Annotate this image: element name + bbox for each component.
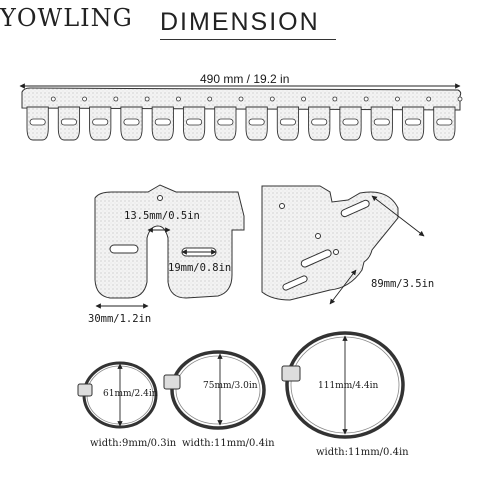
shield-hole [301, 96, 306, 102]
shield-hole [332, 96, 338, 102]
shield-slot [373, 118, 390, 126]
shield-slot [217, 118, 234, 126]
height-label: 89mm/3.5in [371, 278, 435, 290]
shield-hole [144, 96, 150, 102]
shield-hole [395, 96, 400, 102]
clamp-small-width: width:9mm/0.3in [90, 438, 177, 449]
clamp-large [281, 331, 405, 439]
tab-detail-view [94, 184, 245, 309]
shield-hole [176, 96, 181, 102]
gap-label: 13.5mm/0.5in [124, 210, 200, 222]
shield-hole [269, 96, 275, 102]
clamp-medium-width: width:11mm/0.4in [182, 438, 275, 449]
shield-slot [248, 118, 265, 126]
page-title: DIMENSION [160, 8, 320, 36]
clamp-medium-diameter: 75mm/3.0in [203, 381, 258, 391]
shield-hole [363, 96, 369, 102]
shield-slot [186, 118, 203, 126]
shield-slot [436, 118, 453, 126]
shield-slot [342, 118, 359, 126]
shield-hole [82, 96, 87, 102]
clamp-small [77, 361, 158, 429]
shield-slot [29, 118, 46, 126]
shield-slot [60, 118, 77, 126]
title-underline [160, 39, 336, 40]
shield-hole [207, 96, 213, 102]
clamp-large-width: width:11mm/0.4in [316, 447, 409, 458]
shield-slot [154, 118, 171, 126]
clamp-small-diameter: 61mm/2.4in [103, 389, 158, 399]
shield-hole [457, 96, 463, 102]
shield-hole [426, 96, 432, 102]
shield-slot [279, 118, 296, 126]
shield-slot [123, 118, 140, 126]
shield-hole [113, 96, 119, 102]
shield-hole [50, 96, 56, 102]
width-label: 30mm/1.2in [88, 313, 152, 325]
shield-slot [311, 118, 328, 126]
side-detail-view [261, 185, 425, 305]
shield-slot [405, 118, 422, 126]
shield-hole [238, 96, 244, 102]
clamp-medium [163, 350, 266, 430]
heat-shield-strip [21, 87, 463, 141]
clamp-large-diameter: 111mm/4.4in [318, 381, 379, 391]
shield-slot [92, 118, 109, 126]
slot-label: 19mm/0.8in [168, 262, 232, 274]
brand-logo: YOWLING [0, 4, 133, 32]
length-label: 490 mm / 19.2 in [200, 72, 290, 86]
